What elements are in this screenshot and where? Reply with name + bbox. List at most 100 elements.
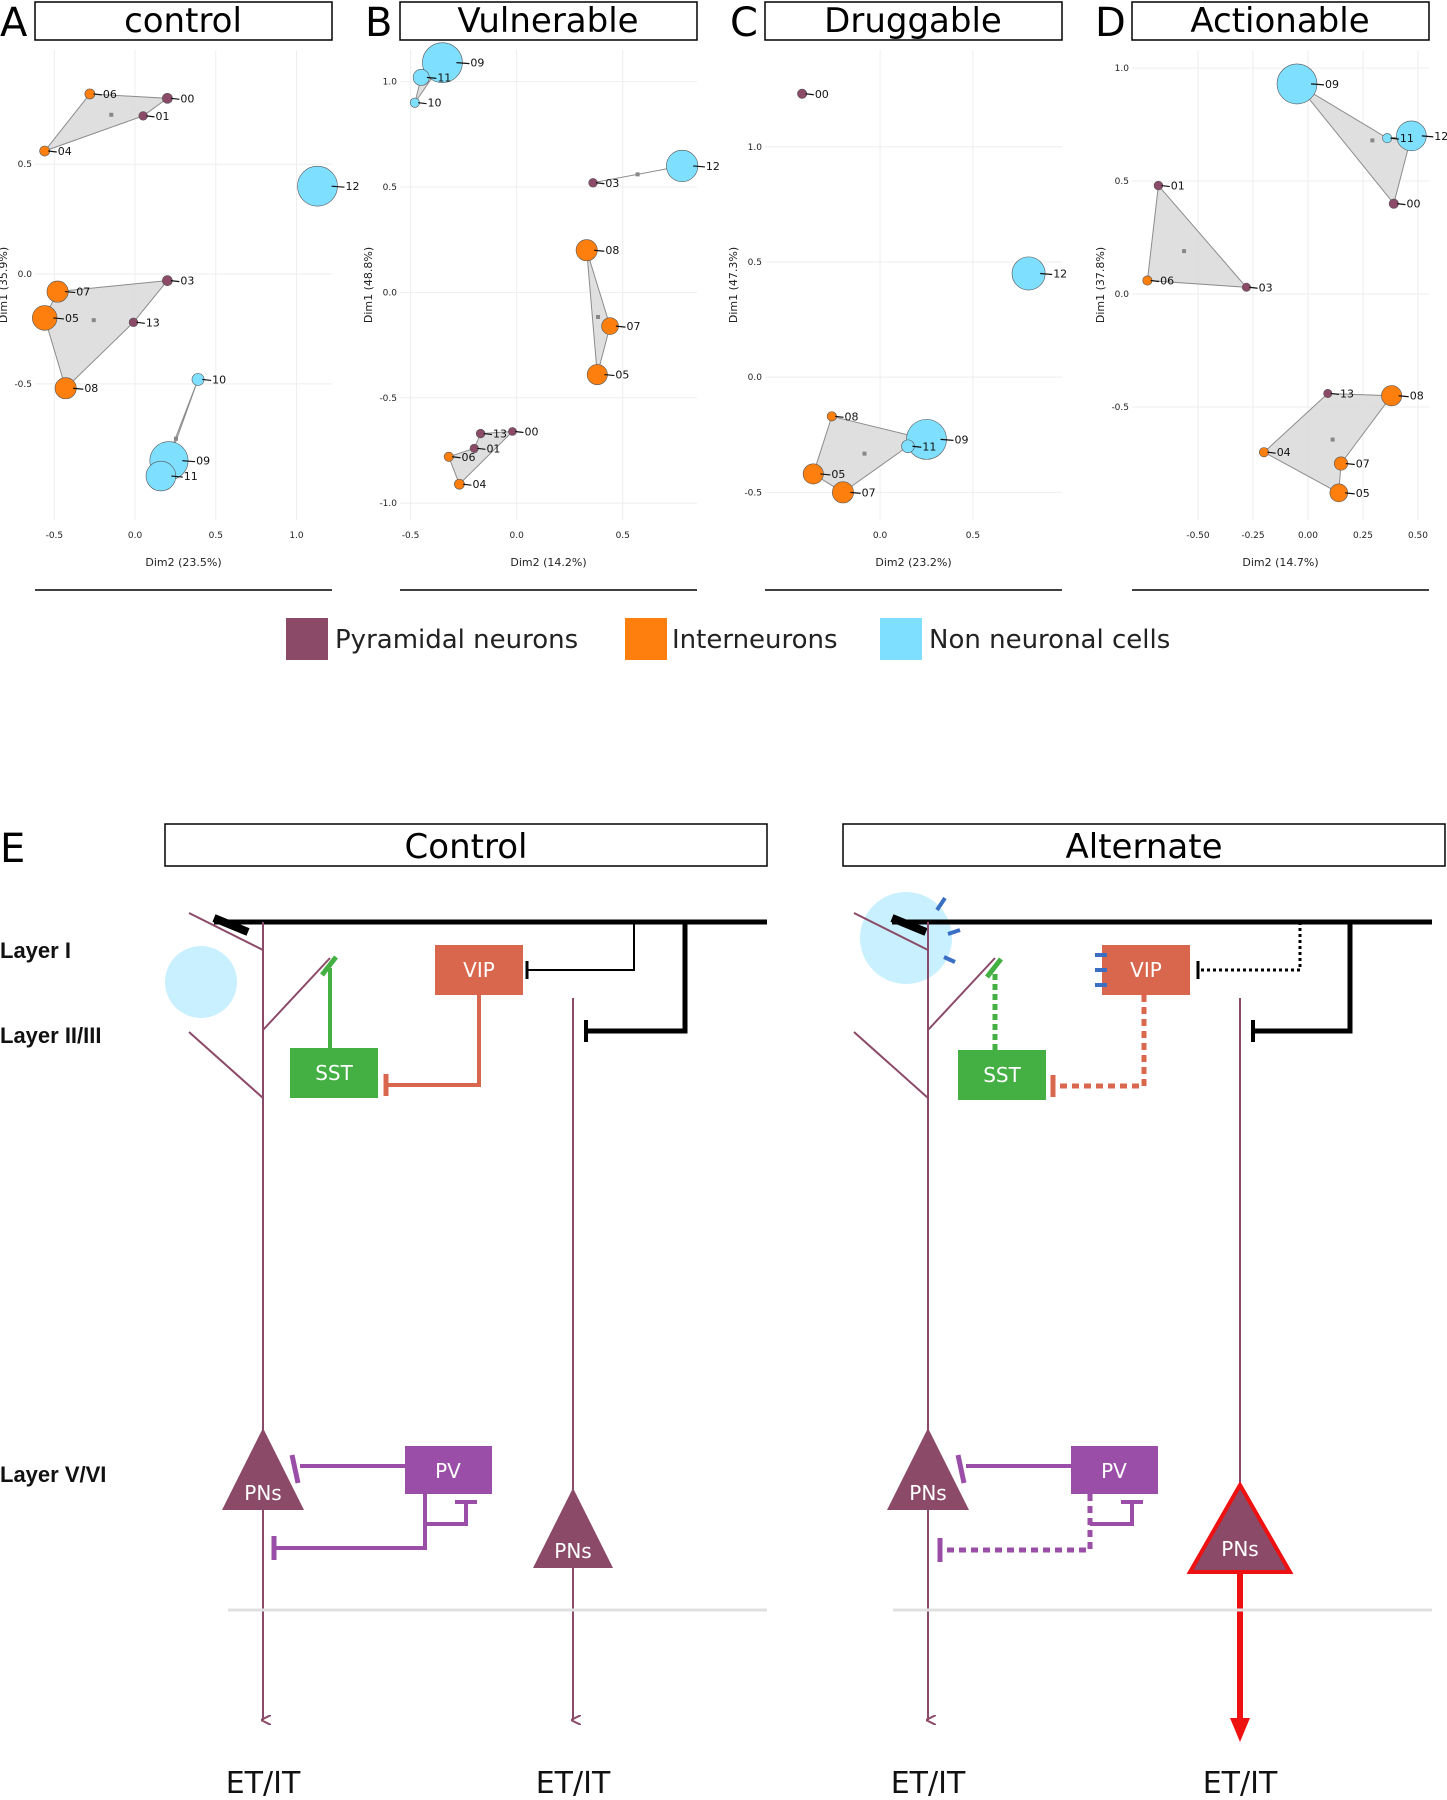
chart-a-point-label-06: 06 (103, 88, 117, 101)
sst-box (290, 1048, 378, 1098)
chart-b-point-leader-01 (477, 447, 486, 450)
chart-d-point-label-07: 07 (1356, 458, 1370, 471)
chart-c-ytick-label: -0.5 (744, 488, 762, 498)
sst-terminal-alt (985, 957, 1003, 979)
chart-a-point-label-04: 04 (58, 145, 72, 158)
chart-d-point-leader-07 (1345, 462, 1355, 466)
chart-c-point-08 (826, 411, 837, 422)
chart-b-xtick-label: 0.0 (510, 531, 525, 541)
astro-mark-1 (935, 896, 947, 912)
panel-d-title-box (1131, 1, 1430, 41)
panel-b-title-box (399, 1, 698, 41)
chart-a-point-label-01: 01 (156, 110, 170, 123)
chart-a-xtick-label: 0.0 (128, 531, 143, 541)
pn-afferent (586, 922, 688, 1034)
chart-c-ylabel: Dim1 (47.3%) (727, 247, 740, 323)
chart-c-xlabel: Dim2 (23.2%) (875, 556, 951, 569)
chart-c-point-label-12: 12 (1053, 267, 1067, 280)
chart-d-xtick-label: -0.25 (1241, 531, 1264, 541)
panel-letter-d: D (1095, 0, 1126, 46)
pv-autapse (425, 1502, 468, 1526)
chart-d-point-leader-08 (1398, 395, 1409, 398)
astro-mark-2 (947, 928, 961, 936)
chart-d-point-label-09: 09 (1325, 78, 1339, 91)
chart-b-ylabel: Dim1 (48.8%) (362, 247, 375, 323)
chart-b-point-05 (586, 364, 608, 386)
chart-c-point-label-11: 11 (922, 440, 936, 453)
chart-d-point-label-08: 08 (1410, 390, 1424, 403)
chart-a-point-leader-04 (48, 150, 57, 153)
chart-b-point-leader-09 (456, 62, 470, 65)
chart-b-point-label-04: 04 (472, 478, 486, 491)
chart-d-point-label-13: 13 (1340, 387, 1354, 400)
panel-c-title-box (764, 1, 1063, 41)
chart-a-point-leader-08 (73, 387, 84, 390)
panel-a-title-box (34, 1, 333, 41)
left-pn-label-alt: PNs (909, 1481, 946, 1505)
right-pn-soma (533, 1488, 613, 1568)
control-circuit: SST VIP PV PNs PNs ET/IT ET/IT (165, 912, 767, 1800)
right-output-label: ET/IT (536, 1766, 611, 1800)
left-pn-dendrite-mid-alt (927, 957, 996, 1031)
control-title-box (164, 823, 768, 867)
chart-d-ylabel: Dim1 (37.8%) (1094, 247, 1107, 323)
chart-d-xtick-label: 0.00 (1298, 531, 1318, 541)
layer-label-5-6: Layer V/VI (0, 1462, 106, 1487)
panel-d-header: D Actionable (1095, 0, 1430, 46)
chart-a-point-label-00: 00 (180, 92, 194, 105)
left-pn-dendrite-low-alt (853, 1031, 929, 1099)
legend-swatch-non-neuronal (880, 618, 922, 660)
chart-b-point-label-12: 12 (706, 160, 720, 173)
chart-d-point-leader-05 (1345, 492, 1355, 495)
chart-a-point-label-05: 05 (65, 312, 79, 325)
panel-c-title: Druggable (824, 1, 1002, 41)
panel-b-title: Vulnerable (457, 1, 638, 41)
chart-b-point-leader-00 (515, 430, 524, 434)
chart-c-point-label-09: 09 (954, 433, 968, 446)
chart-b-point-06 (443, 451, 454, 462)
chart-d-point-label-11: 11 (1400, 132, 1414, 145)
astrocyte-circle (165, 946, 237, 1018)
panel-c-header: C Druggable (730, 0, 1063, 46)
chart-b-point-label-11: 11 (437, 71, 451, 84)
panel-letter-c: C (730, 0, 758, 46)
chart-a-point-leader-01 (146, 115, 155, 118)
chart-b-point-10 (409, 97, 420, 108)
chart-d-xtick-label: 0.50 (1408, 531, 1428, 541)
chart-b-point-label-10: 10 (428, 97, 442, 110)
chart-d-point-leader-00 (1397, 203, 1406, 206)
right-pn-label: PNs (554, 1539, 591, 1563)
layer-label-2-3: Layer II/III (0, 1023, 102, 1048)
left-output-label-alt: ET/IT (891, 1766, 966, 1800)
chart-a-point-leader-10 (202, 378, 212, 382)
chart-a-cluster-centroid (91, 318, 96, 323)
chart-a-point-label-07: 07 (76, 286, 90, 299)
pv-label-alt: PV (1101, 1459, 1127, 1483)
chart-b-point-leader-06 (452, 456, 461, 459)
chart-a-point-label-13: 13 (146, 316, 160, 329)
chart-c-xtick-label: 0.5 (966, 531, 980, 541)
vip-label-alt: VIP (1130, 958, 1162, 982)
chart-c-ytick-label: 1.0 (748, 143, 763, 153)
chart-b-ytick-label: -1.0 (379, 499, 397, 509)
sst-label: SST (315, 1061, 353, 1085)
left-output-label: ET/IT (226, 1766, 301, 1800)
chart-b-point-label-09: 09 (470, 57, 484, 70)
chart-b-point-leader-10 (418, 102, 427, 105)
chart-a-point-leader-13 (136, 321, 145, 324)
chart-a-point-leader-07 (64, 290, 76, 294)
right-output-label-alt: ET/IT (1203, 1766, 1278, 1800)
sst-label-alt: SST (983, 1063, 1021, 1087)
chart-a-point-07 (46, 280, 69, 303)
chart-b-point-leader-11 (426, 76, 437, 79)
panel-letter-a: A (0, 0, 28, 46)
chart-b-point-leader-08 (594, 249, 605, 252)
chart-c-point-leader-00 (805, 93, 814, 96)
chart-d-ytick-label: -0.5 (1111, 403, 1129, 413)
legend-label-interneuron: Interneurons (672, 625, 838, 655)
chart-d-point-leader-06 (1150, 279, 1160, 283)
chart-d-point-leader-12 (1421, 135, 1434, 138)
